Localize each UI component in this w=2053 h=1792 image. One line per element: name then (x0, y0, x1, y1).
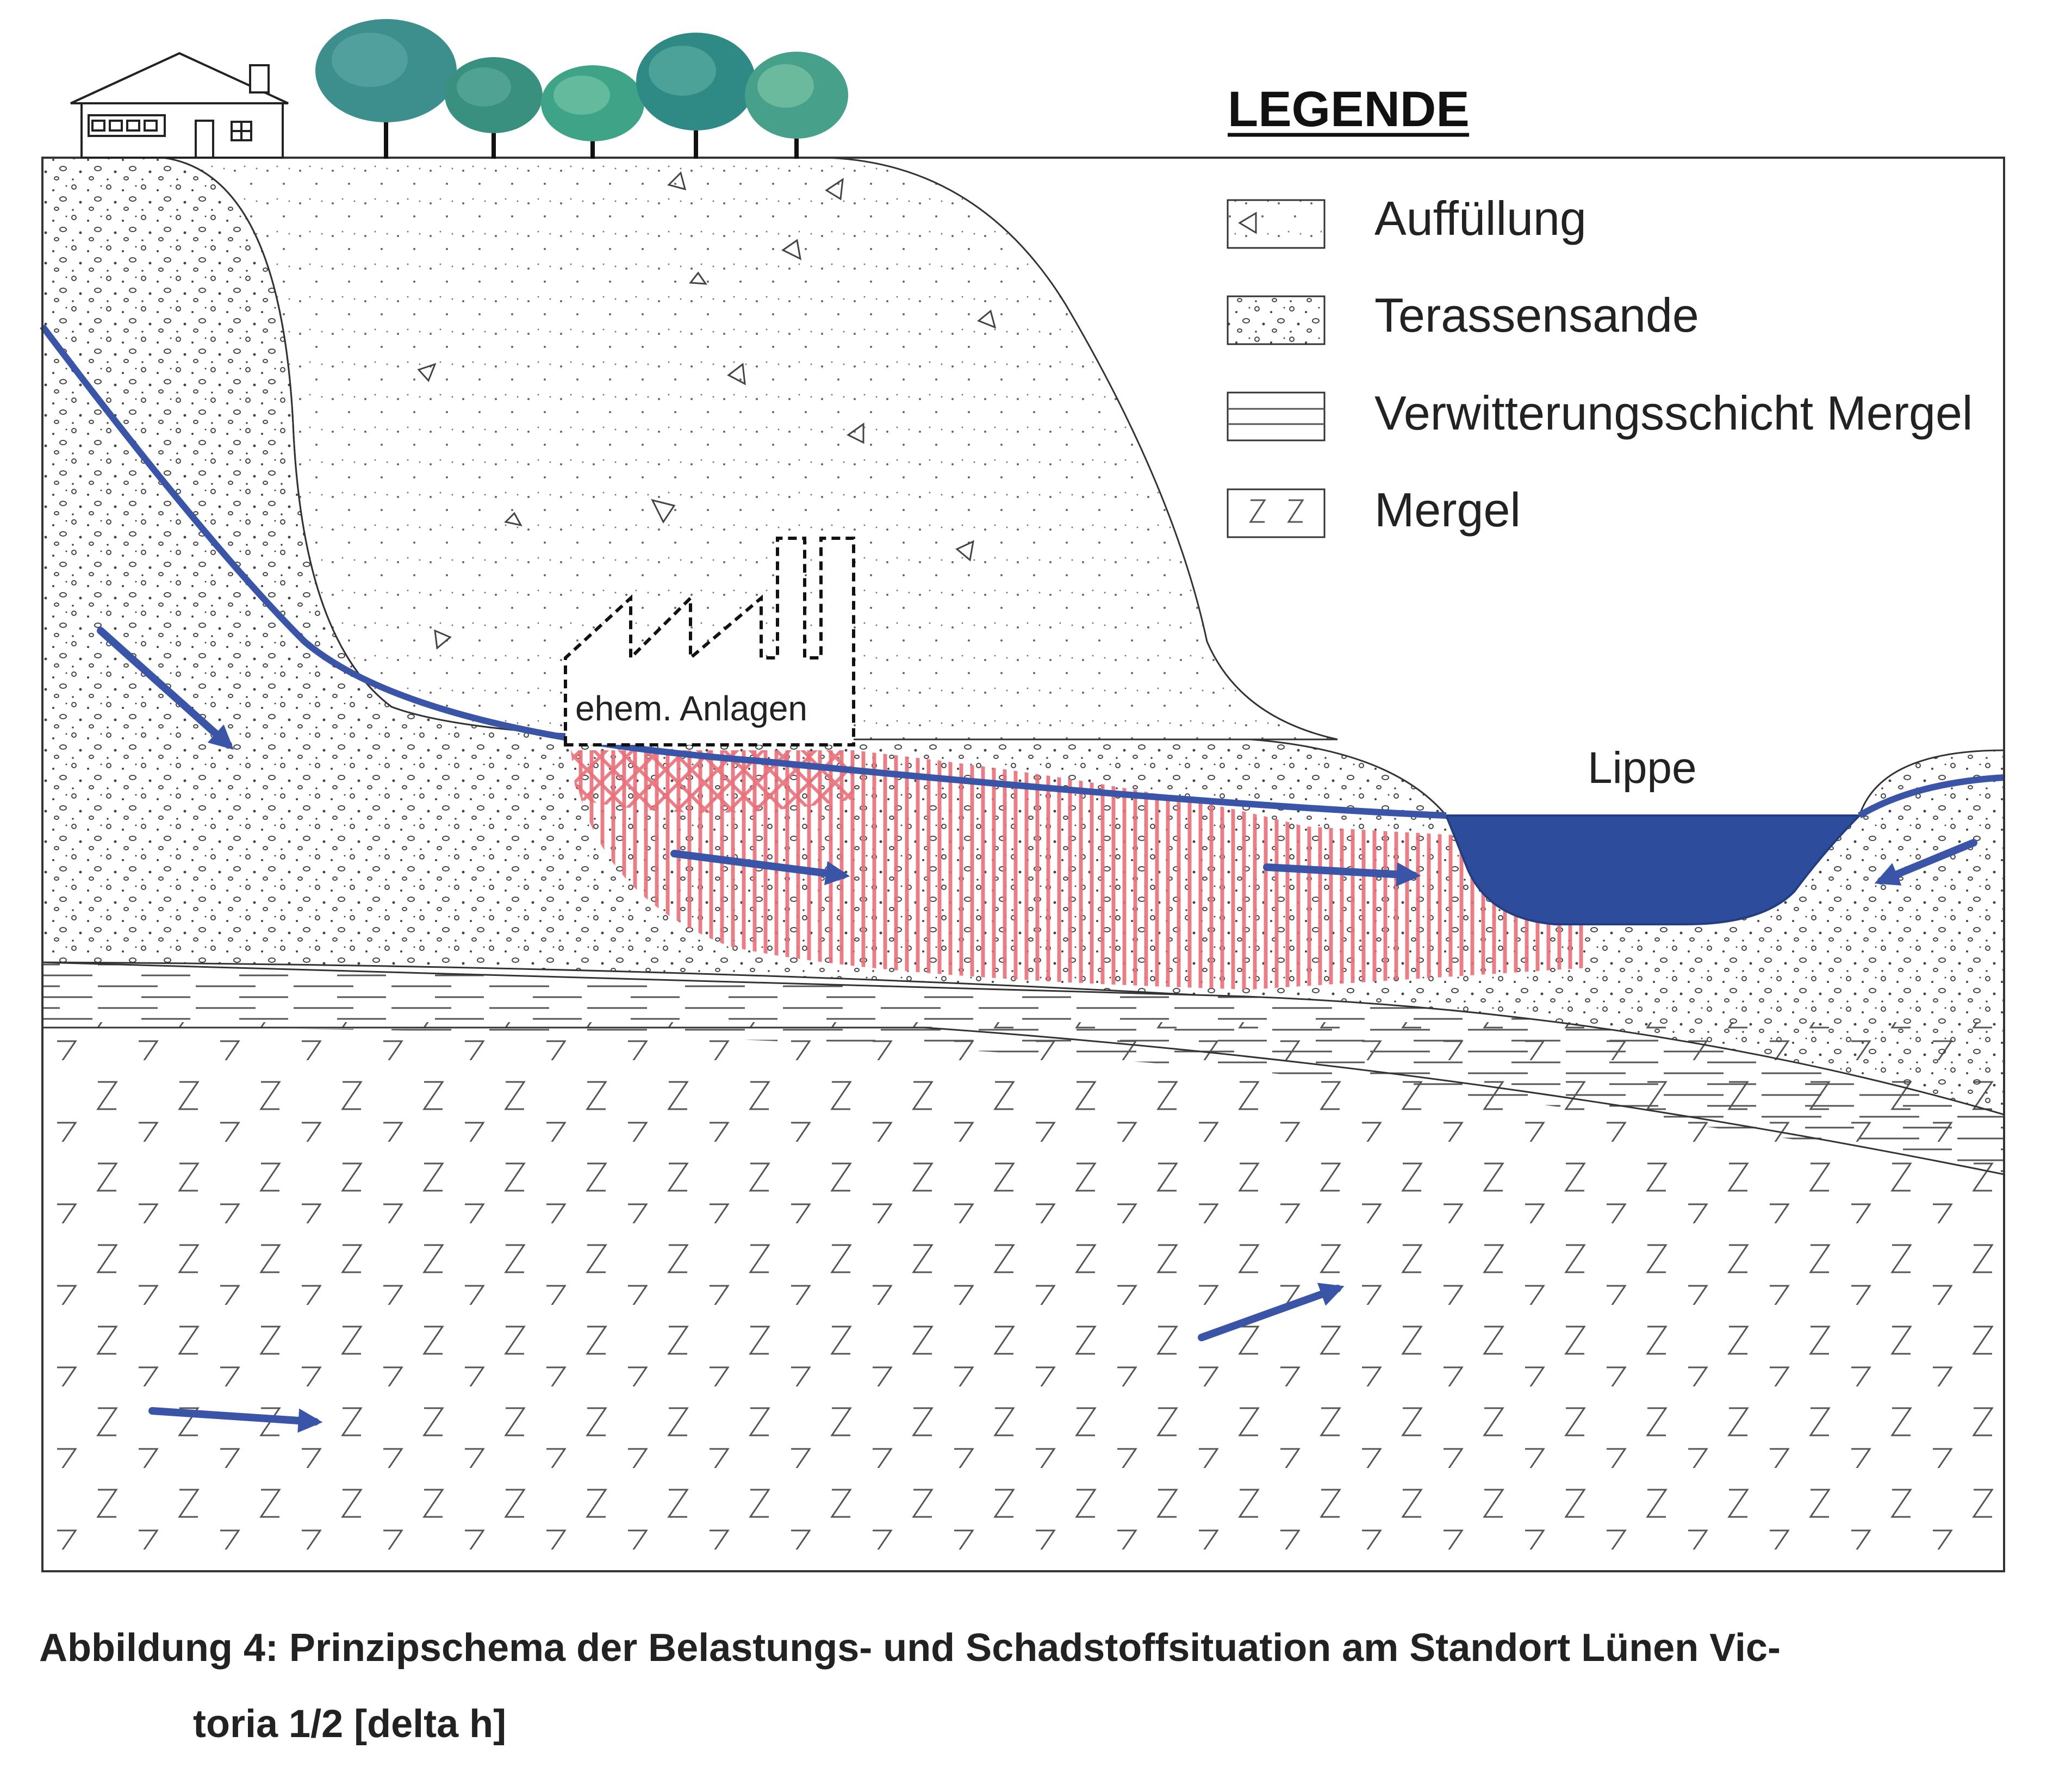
legend-item-fill: Auffüllung (1227, 191, 1587, 249)
legend-label: Verwitterungsschicht Mergel (1374, 386, 1973, 440)
legend-item-terrace-sand: Terassensande (1227, 288, 1699, 345)
house-icon (70, 52, 289, 159)
legend-label: Mergel (1374, 483, 1521, 537)
flow-arrows (97, 627, 1977, 1433)
groundwater-table (40, 324, 1447, 819)
legend-title: LEGENDE (1228, 82, 1470, 137)
flow-arrow-icon (148, 1407, 323, 1433)
legend: LEGENDE Auffüllung Terassensande Verwitt… (1227, 82, 1973, 538)
fill-triangle-marks (417, 171, 997, 650)
legend-item-weathered-marl: Verwitterungsschicht Mergel (1227, 386, 1973, 441)
flow-arrow-icon (1874, 839, 1977, 886)
legend-swatch-fill (1227, 199, 1326, 249)
section-frame (41, 157, 2005, 1572)
lippe-river (1445, 814, 1862, 925)
contamination-plume (571, 750, 1588, 990)
tree-row (315, 19, 848, 159)
flow-arrow-icon (1198, 1283, 1345, 1341)
flow-arrow-icon (670, 850, 850, 886)
legend-label: Auffüllung (1374, 191, 1587, 245)
factory-icon (564, 537, 855, 746)
legend-label: Terassensande (1374, 288, 1699, 342)
river-label: Lippe (1588, 743, 1697, 793)
weathered-marl-layer (42, 962, 2004, 1174)
figure-caption-line-2: toria 1/2 [delta h] (193, 1702, 507, 1746)
legend-swatch-dashed (1227, 391, 1326, 441)
flow-arrow-icon (97, 627, 234, 750)
flow-arrow-icon (1263, 862, 1421, 887)
tree-icon (745, 52, 848, 159)
tree-icon (541, 65, 644, 159)
legend-swatch-z (1227, 488, 1326, 538)
tree-icon (445, 57, 543, 159)
legend-swatch-sand (1227, 295, 1326, 345)
tree-icon (636, 33, 756, 159)
legend-item-marl: Mergel (1227, 483, 1521, 538)
figure-caption-line-1: Abbildung 4: Prinzipschema der Belastung… (39, 1626, 1781, 1670)
facility-label: ehem. Anlagen (575, 689, 807, 728)
tree-icon (315, 19, 457, 159)
groundwater-table-right (1857, 774, 2005, 819)
